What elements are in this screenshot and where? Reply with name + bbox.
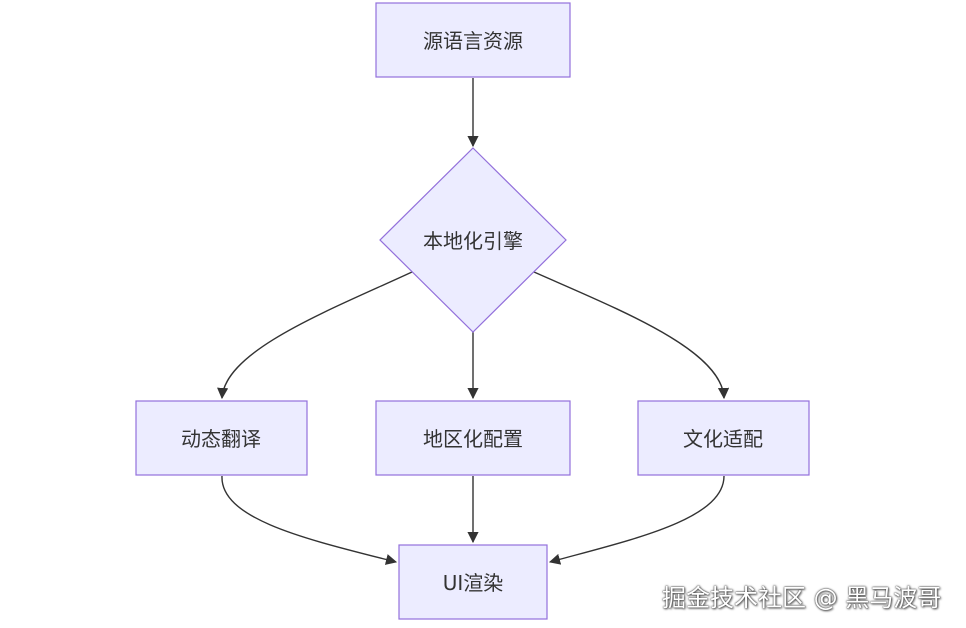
edges [217, 78, 730, 565]
node-engine: 本地化引擎 [379, 147, 567, 333]
node-regional: 地区化配置 [375, 400, 571, 476]
node-render: UI渲染 [398, 544, 548, 620]
node-cultural-label: 文化适配 [683, 427, 763, 451]
node-source: 源语言资源 [375, 2, 571, 78]
edge-cultural-to-render [548, 475, 725, 565]
node-render-label: UI渲染 [443, 571, 504, 595]
edge-dynamic-to-render [221, 475, 398, 565]
edge-engine-to-cultural [533, 271, 730, 400]
node-dynamic: 动态翻译 [135, 400, 308, 476]
node-dynamic-label: 动态翻译 [181, 427, 261, 451]
node-regional-label: 地区化配置 [423, 427, 523, 451]
node-engine-label: 本地化引擎 [423, 229, 523, 253]
node-source-label: 源语言资源 [423, 29, 523, 53]
node-cultural: 文化适配 [637, 400, 810, 476]
watermark: 掘金技术社区 @ 黑马波哥 [662, 584, 942, 612]
edge-engine-to-dynamic [217, 271, 413, 400]
